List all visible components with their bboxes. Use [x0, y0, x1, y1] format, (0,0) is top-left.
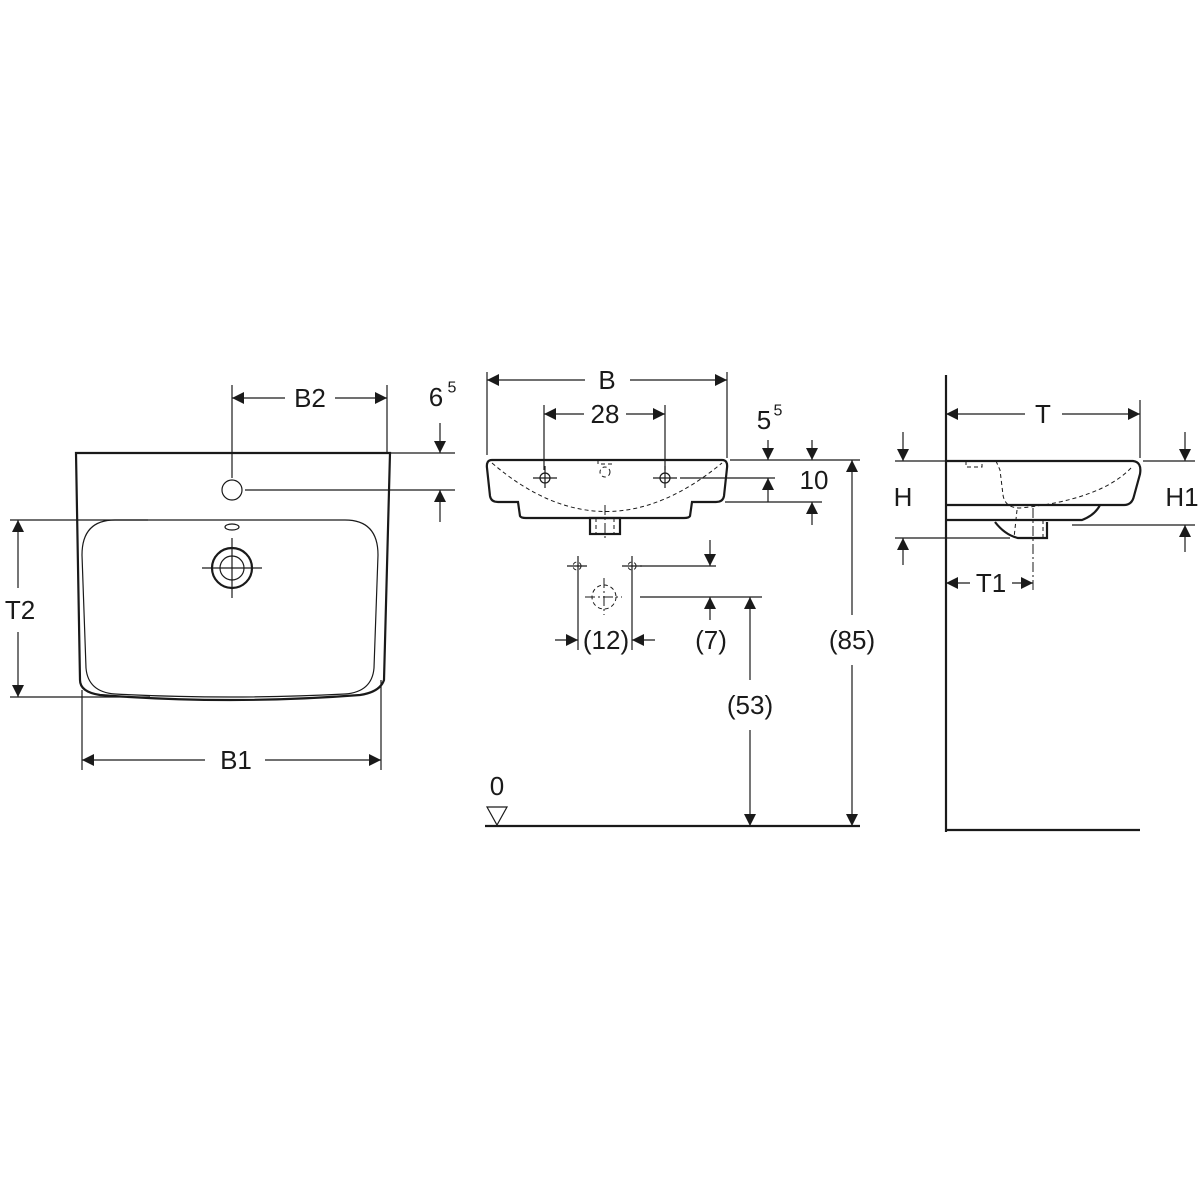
- top-view: B2 6 5 T2 B1: [5, 380, 457, 776]
- dim-b1-label: B1: [220, 745, 252, 775]
- supply-point-left: [567, 556, 587, 650]
- dim-12-label: (12): [583, 625, 629, 655]
- dim-5-5-superscript: 5: [774, 403, 783, 420]
- dim-6-5-superscript: 5: [448, 380, 457, 397]
- dim-b-label: B: [598, 365, 615, 395]
- dim-t-label: T: [1035, 399, 1051, 429]
- drain-icon: [202, 538, 262, 598]
- basin-side: [946, 459, 1142, 507]
- floor-zero-label: 0: [490, 771, 504, 801]
- dim-6-5-label: 6: [429, 382, 443, 412]
- basin-front: [485, 458, 729, 520]
- tap-hole: [221, 479, 243, 501]
- dim-b2-label: B2: [294, 383, 326, 413]
- basin-bowl: [81, 519, 379, 698]
- dim-7-label: (7): [695, 625, 727, 655]
- overflow: [224, 523, 240, 531]
- dim-t2-label: T2: [5, 595, 35, 625]
- dim-28-label: 28: [591, 399, 620, 429]
- dim-53-label: (53): [727, 690, 773, 720]
- dim-h-label: H: [894, 482, 913, 512]
- dim-h1-label: H1: [1165, 482, 1198, 512]
- dim-t1-label: T1: [976, 568, 1006, 598]
- tap-hole-left: [533, 466, 557, 488]
- dim-85-label: (85): [829, 625, 875, 655]
- dim-10-label: 10: [800, 465, 829, 495]
- dim-5-5-label: 5: [757, 405, 771, 435]
- side-view: T H H1 T1: [894, 375, 1199, 832]
- basin-outline: [74, 451, 392, 702]
- floor-level-icon: [485, 806, 509, 827]
- front-view: B 28 5 5 10 (85) (7) (12): [485, 365, 875, 828]
